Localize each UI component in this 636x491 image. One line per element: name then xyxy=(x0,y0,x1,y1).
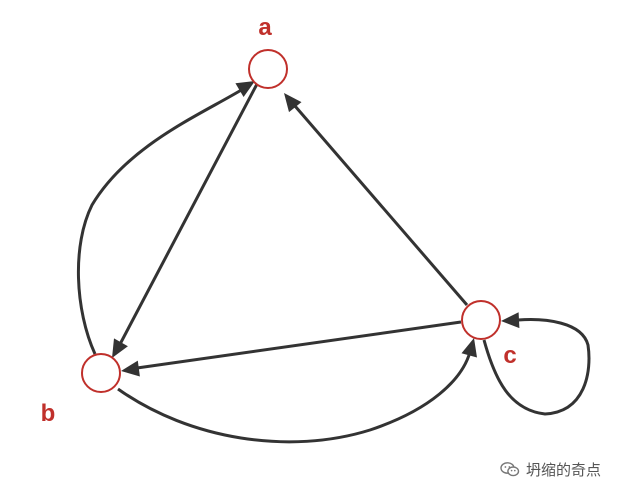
wechat-icon xyxy=(500,462,520,477)
edge-c-b xyxy=(121,320,462,377)
arrowhead-b-c xyxy=(461,338,477,358)
node-label-b: b xyxy=(41,400,56,427)
edge-line-b-c xyxy=(117,351,472,444)
node-label-c: c xyxy=(503,342,516,369)
node-c: c xyxy=(461,300,517,369)
edge-b-c xyxy=(117,338,477,444)
arrowhead-c-c xyxy=(501,312,520,329)
node-b: b xyxy=(41,353,121,427)
edge-line-c-a xyxy=(293,105,469,306)
arrowhead-a-b xyxy=(112,338,128,358)
arrowhead-c-b xyxy=(121,360,140,377)
node-circle-c xyxy=(461,300,501,340)
edge-line-b-a xyxy=(76,87,244,355)
arrowhead-c-a xyxy=(284,93,302,113)
edge-c-c xyxy=(482,312,591,416)
arrowhead-b-a xyxy=(235,81,255,97)
node-circle-b xyxy=(81,353,121,393)
watermark-text: 坍缩的奇点 xyxy=(526,460,602,479)
edge-line-c-b xyxy=(136,320,462,370)
edge-b-a xyxy=(76,81,255,355)
node-a: a xyxy=(248,14,288,89)
node-label-a: a xyxy=(258,14,272,41)
watermark: 坍缩的奇点 xyxy=(500,458,601,480)
edge-a-b xyxy=(112,83,259,358)
edge-line-a-b xyxy=(116,83,259,349)
node-circle-a xyxy=(248,49,288,89)
edge-line-c-c xyxy=(482,318,591,416)
edge-c-a xyxy=(284,93,469,306)
